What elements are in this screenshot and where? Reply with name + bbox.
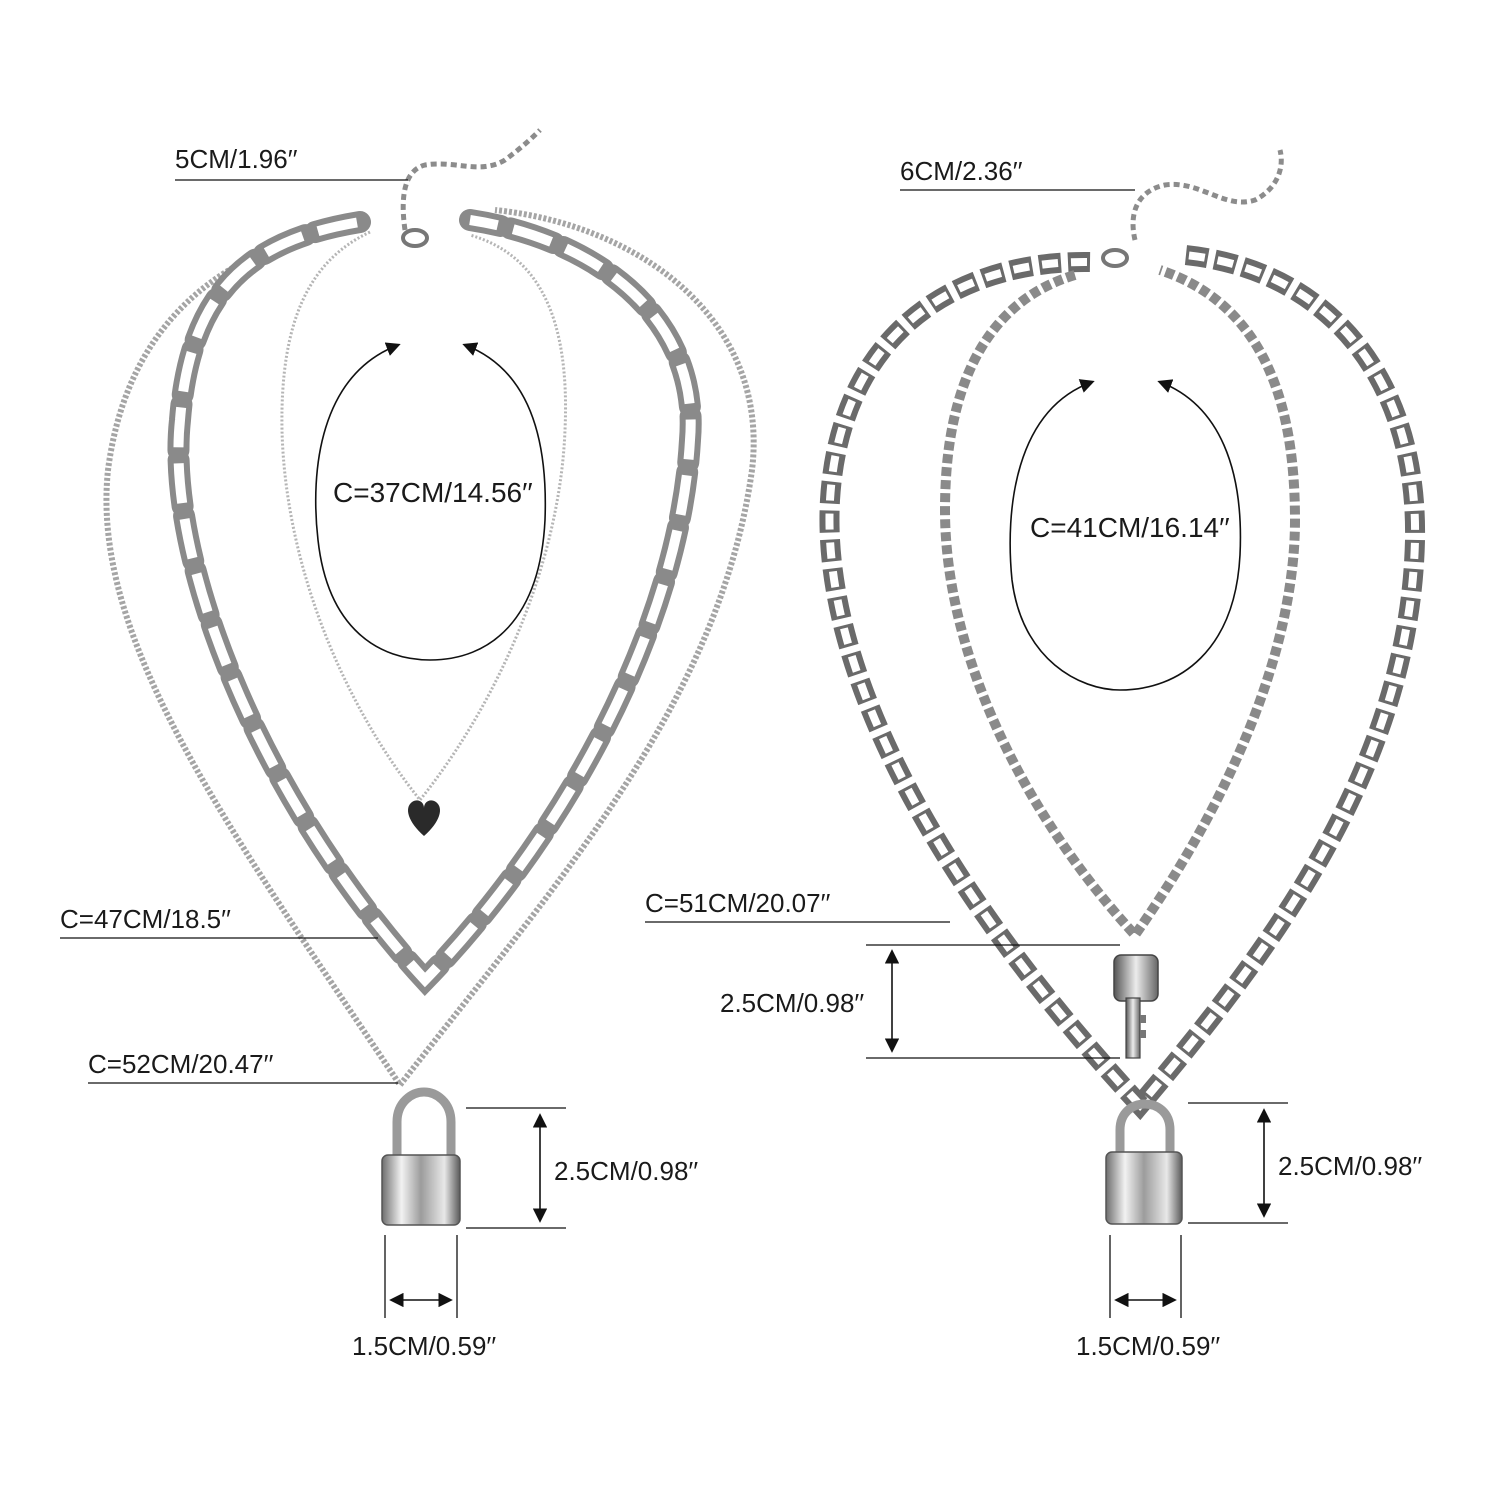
left-lock-width-label: 1.5CM/0.59′′ — [352, 1331, 496, 1361]
left-inner-circumference-label: C=37CM/14.56′′ — [333, 477, 533, 508]
right-clasp — [1101, 248, 1129, 268]
key-icon — [1113, 954, 1159, 1059]
left-extender-label: 5CM/1.96′′ — [175, 144, 298, 174]
right-lock-height-label: 2.5CM/0.98′′ — [1278, 1151, 1422, 1181]
right-extender-chain — [1130, 149, 1284, 241]
left-inner-circumference-arc — [314, 342, 547, 661]
right-lock-width-label: 1.5CM/0.59′′ — [1076, 1331, 1220, 1361]
right-extender-label: 6CM/2.36′′ — [900, 156, 1023, 186]
left-inner-chain — [280, 230, 568, 803]
left-necklace-set: 5CM/1.96′′ C=37CM/14.56′′ C=47CM/18.5′′ … — [60, 128, 757, 1361]
right-key-circumference-label: C=51CM/20.07′′ — [645, 888, 830, 918]
left-outer-circumference-label: C=52CM/20.47′′ — [88, 1049, 273, 1079]
heart-icon — [408, 800, 440, 836]
right-inner-circumference-arc — [1009, 379, 1242, 691]
left-padlock-icon — [381, 1087, 461, 1226]
left-outer-chain — [103, 207, 757, 1091]
left-clasp — [401, 228, 429, 248]
right-padlock-icon — [1105, 1099, 1183, 1225]
left-middle-circumference-label: C=47CM/18.5′′ — [60, 904, 231, 934]
left-lock-height-label: 2.5CM/0.98′′ — [554, 1156, 698, 1186]
right-key-height-label: 2.5CM/0.98′′ — [720, 988, 864, 1018]
right-inner-circumference-label: C=41CM/16.14′′ — [1030, 512, 1230, 543]
right-necklace-set: 6CM/2.36′′ C=41CM/16.14′′ C=51CM/20.07′′… — [645, 149, 1426, 1361]
right-inner-chain — [939, 265, 1301, 943]
left-extender-chain — [400, 128, 542, 231]
